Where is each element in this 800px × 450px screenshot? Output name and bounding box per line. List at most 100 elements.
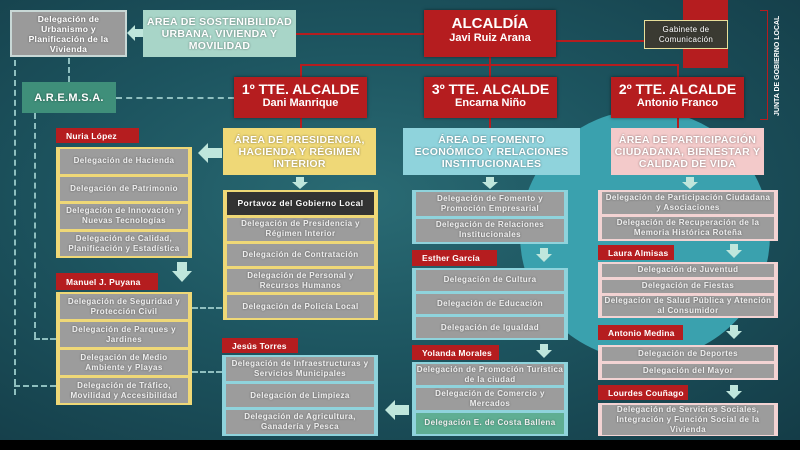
connector: [300, 118, 302, 128]
antonio-group: Delegación de Deportes Delegación del Ma…: [598, 345, 778, 380]
manuel-group: Delegación de Seguridad y Protección Civ…: [56, 292, 192, 405]
aremsa-box: A.R.E.M.S.A.: [22, 82, 116, 113]
alcaldia-box: ALCALDÍA Javi Ruiz Arana: [424, 10, 556, 57]
alcaldia-name: Javi Ruiz Arana: [449, 32, 531, 44]
lourdes-label: Lourdes Couñago: [598, 385, 688, 400]
arrow-down-icon: [682, 177, 698, 189]
connector: [300, 64, 302, 77]
laura-label: Laura Almisas: [598, 245, 674, 260]
dashed-connector: [34, 113, 36, 338]
delegation-item: Delegación de Agricultura, Ganadería y P…: [226, 410, 374, 435]
delegation-item: Delegación de Innovación y Nuevas Tecnol…: [60, 204, 188, 229]
connector: [489, 57, 491, 77]
fomento-group: Delegación de Fomento y Promoción Empres…: [412, 190, 568, 244]
delegation-item: Delegación de Personal y Recursos Humano…: [227, 269, 374, 293]
tte2-box: 2º TTE. ALCALDE Antonio Franco: [611, 77, 744, 118]
arrow-down-icon: [536, 344, 552, 358]
dashed-connector: [14, 385, 56, 387]
delegation-item: Delegación de Educación: [416, 293, 564, 315]
connector: [677, 64, 679, 77]
arrow-down-icon: [726, 244, 742, 258]
delegation-item: Delegación de Fiestas: [602, 279, 774, 293]
org-chart: Delegación de Urbanismo y Planificación …: [0, 0, 800, 440]
dashed-connector: [14, 60, 16, 395]
jesus-group: Delegación de Infraestructuras y Servici…: [222, 355, 378, 436]
tte3-title: 3º TTE. ALCALDE: [431, 81, 550, 97]
delegation-item: Delegación de Comercio y Mercados: [416, 388, 564, 410]
delegation-item: Delegación E. de Costa Ballena: [416, 412, 564, 434]
delegation-item: Delegación de Salud Pública y Atención a…: [602, 295, 774, 316]
gabinete-box: Gabinete de Comunicación: [644, 20, 728, 49]
delegation-item: Delegación de Calidad, Planificación y E…: [60, 231, 188, 256]
dashed-connector: [192, 307, 222, 309]
antonio-label: Antonio Medina: [598, 325, 683, 340]
area-participacion: ÁREA DE PARTICIPACIÓN CIUDADANA, BIENEST…: [611, 128, 764, 175]
delegation-item: Delegación de Fomento y Promoción Empres…: [416, 192, 564, 216]
delegation-item: Delegación de Presidencia y Régimen Inte…: [227, 217, 374, 241]
junta-bracket: [760, 10, 768, 120]
esther-label: Esther García: [412, 250, 497, 266]
tte2-name: Antonio Franco: [636, 97, 719, 109]
delegation-item: Delegación de Limpieza: [226, 383, 374, 408]
connector: [556, 40, 644, 42]
delegation-item: Delegación de Participación Ciudadana y …: [602, 192, 774, 214]
area-fomento: ÁREA DE FOMENTO ECONÓMICO Y RELACIONES I…: [403, 128, 580, 175]
delegation-item: Delegación de Infraestructuras y Servici…: [226, 357, 374, 381]
delegation-item: Delegación de Seguridad y Protección Civ…: [60, 294, 188, 319]
area-sostenibilidad: AREA DE SOSTENIBILIDAD URBANA, VIVIENDA …: [143, 10, 296, 57]
delegation-item: Delegación de Medio Ambiente y Playas: [60, 350, 188, 375]
nuria-group: Delegación de Hacienda Delegación de Pat…: [56, 147, 192, 258]
tte3-name: Encarna Niño: [455, 97, 526, 109]
arrow-left-icon: [198, 143, 222, 163]
manuel-label: Manuel J. Puyana: [56, 273, 158, 290]
delegation-item: Delegación de Deportes: [602, 347, 774, 361]
delegation-item: Delegación de Hacienda: [60, 149, 188, 174]
jesus-label: Jesús Torres: [222, 338, 298, 353]
delegation-item: Delegación del Mayor: [602, 364, 774, 378]
yolanda-group: Delegación de Promoción Turística de la …: [412, 362, 568, 436]
participacion-group: Delegación de Participación Ciudadana y …: [598, 190, 778, 241]
nuria-label: Nuria López: [56, 128, 139, 143]
tte1-title: 1º TTE. ALCALDE: [241, 81, 360, 97]
lourdes-group: Delegación de Servicios Sociales, Integr…: [598, 403, 778, 436]
tte1-name: Dani Manrique: [262, 97, 339, 109]
dashed-connector: [34, 338, 56, 340]
delegation-item: Delegación de Tráfico, Movilidad y Acces…: [60, 378, 188, 403]
delegation-item: Delegación de Contratación: [227, 243, 374, 267]
arrow-down-icon: [726, 325, 742, 339]
delegation-item: Delegación de Juventud: [602, 264, 774, 277]
tte2-title: 2º TTE. ALCALDE: [618, 81, 737, 97]
delegation-item: Delegación de Igualdad: [416, 317, 564, 339]
arrow-down-icon: [726, 385, 742, 399]
dashed-connector: [116, 97, 234, 99]
alcaldia-title: ALCALDÍA: [451, 15, 529, 32]
arrow-down-icon: [172, 262, 192, 282]
arrow-left-icon: [385, 400, 409, 420]
arrow-down-icon: [536, 248, 552, 262]
area-presidencia: ÁREA DE PRESIDENCIA, HACIENDA Y RÉGIMEN …: [223, 128, 376, 175]
portavoz-group: Portavoz del Gobierno Local Delegación d…: [223, 190, 378, 320]
tte3-box: 3º TTE. ALCALDE Encarna Niño: [424, 77, 557, 118]
dashed-connector: [192, 371, 222, 373]
junta-label: JUNTA DE GOBIERNO LOCAL: [774, 15, 781, 117]
delegation-item: Delegación de Recuperación de la Memoria…: [602, 217, 774, 239]
yolanda-label: Yolanda Morales: [412, 345, 499, 360]
arrow-down-icon: [482, 177, 498, 189]
delegation-item: Delegación de Parques y Jardines: [60, 322, 188, 347]
laura-group: Delegación de Juventud Delegación de Fie…: [598, 262, 778, 318]
dashed-connector: [68, 58, 70, 82]
delegation-item: Delegación de Policía Local: [227, 295, 374, 318]
arrow-down-icon: [292, 177, 308, 189]
connector: [489, 118, 491, 128]
urbanismo-box: Delegación de Urbanismo y Planificación …: [10, 10, 127, 57]
esther-group: Delegación de Cultura Delegación de Educ…: [412, 268, 568, 340]
delegation-item: Delegación de Cultura: [416, 270, 564, 291]
delegation-item: Delegación de Relaciones Institucionales: [416, 218, 564, 242]
delegation-item: Delegación de Promoción Turística de la …: [416, 364, 564, 386]
arrow-left-icon: [127, 25, 143, 41]
connector: [677, 118, 679, 128]
delegation-item: Delegación de Servicios Sociales, Integr…: [602, 405, 774, 435]
connector: [296, 33, 424, 35]
portavoz-header: Portavoz del Gobierno Local: [227, 192, 374, 215]
tte1-box: 1º TTE. ALCALDE Dani Manrique: [234, 77, 367, 118]
